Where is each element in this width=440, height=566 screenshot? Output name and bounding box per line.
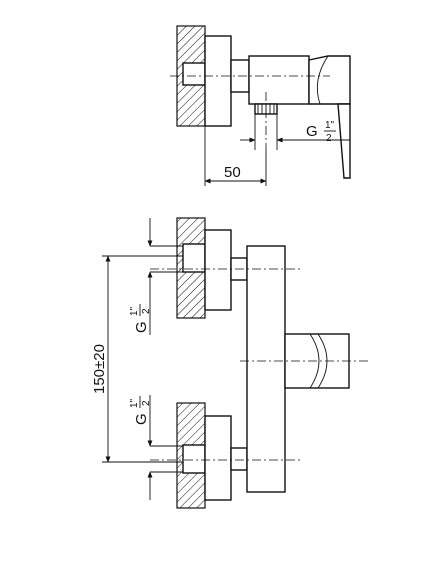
top-lever-blade	[337, 103, 351, 179]
top-dimension-50: 50	[224, 164, 241, 181]
top-lever-housing	[308, 55, 351, 105]
spacing-dimension: 150±20	[91, 344, 108, 394]
top-thread-numerator: 1"	[325, 120, 335, 131]
upper-flange	[204, 229, 232, 311]
lower-wall-inlet	[182, 444, 206, 474]
lower-thread-numerator: 1"	[129, 398, 140, 408]
lower-thread-denominator: 2	[141, 400, 152, 406]
upper-thread-prefix: G	[133, 321, 150, 333]
top-mixer-body	[248, 55, 310, 105]
top-thread-prefix: G	[306, 123, 318, 140]
upper-thread-numerator: 1"	[129, 306, 140, 316]
top-thread-denominator: 2	[326, 133, 332, 144]
upper-wall-inlet	[182, 243, 206, 273]
mixer-body-front	[246, 245, 286, 493]
lever-curve	[309, 333, 320, 389]
top-view: G 1" 2 50	[170, 25, 351, 186]
top-handle-curve	[316, 55, 329, 105]
lower-thread-prefix: G	[133, 413, 150, 425]
lower-flange	[204, 415, 232, 501]
upper-thread-denominator: 2	[141, 308, 152, 314]
top-wall-inlet	[182, 62, 206, 86]
lower-connector	[230, 447, 248, 471]
front-view: G 1" 2 G 1" 2 150±20	[91, 217, 370, 509]
top-flange	[204, 35, 232, 127]
